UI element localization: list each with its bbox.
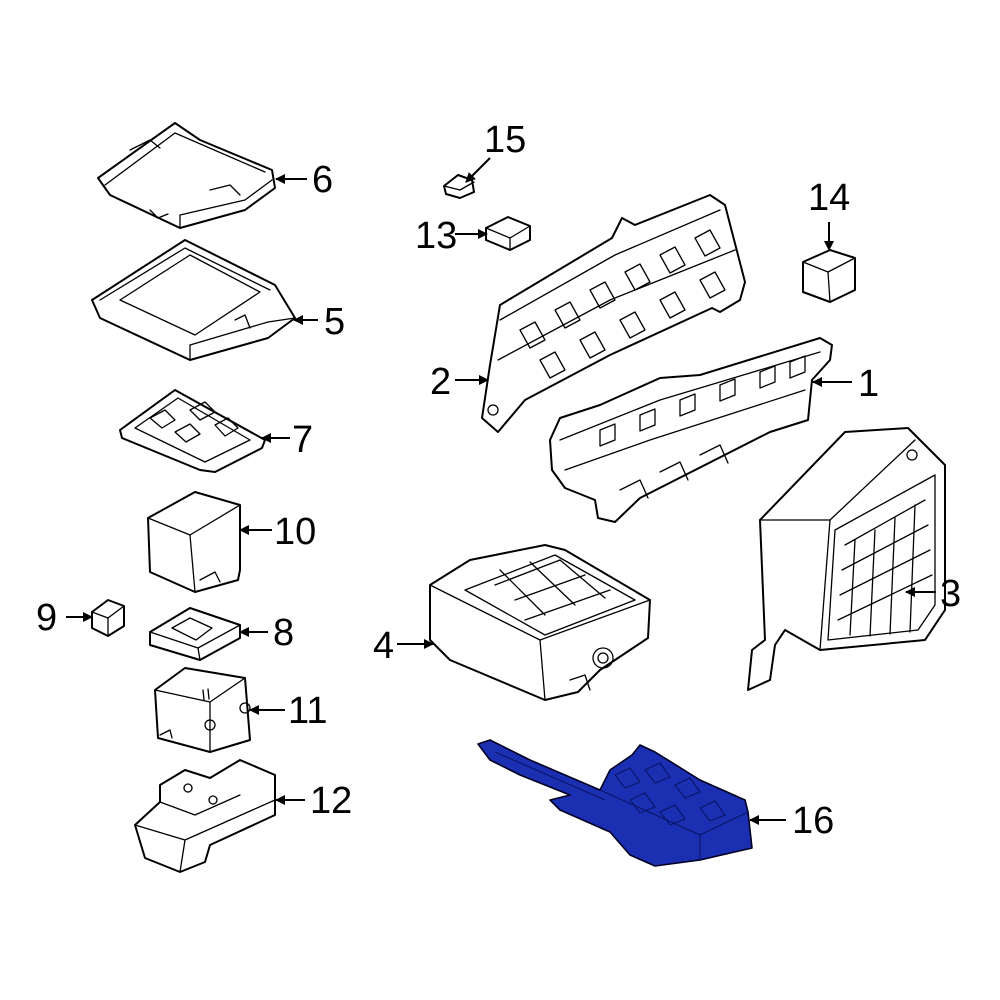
callout-14: 14 bbox=[808, 177, 850, 219]
part-10-relay[interactable] bbox=[147, 491, 241, 593]
callout-12: 12 bbox=[310, 780, 352, 822]
part-11-housing[interactable] bbox=[154, 667, 251, 753]
part-1-fuse-block[interactable] bbox=[549, 337, 833, 523]
callout-2: 2 bbox=[430, 361, 451, 403]
part-7-relay-carrier[interactable] bbox=[119, 389, 266, 473]
part-6-cover[interactable] bbox=[97, 122, 276, 229]
part-16-highlighted-carrier[interactable] bbox=[477, 739, 753, 867]
part-12-cover[interactable] bbox=[134, 759, 276, 873]
callout-16: 16 bbox=[792, 800, 834, 842]
callout-9: 9 bbox=[36, 597, 57, 639]
callout-11: 11 bbox=[288, 690, 327, 732]
part-2-fuse-panel[interactable] bbox=[481, 194, 746, 433]
part-14-relay-cube[interactable] bbox=[802, 249, 856, 303]
part-3-fuse-cover[interactable] bbox=[747, 427, 946, 691]
part-5-box[interactable] bbox=[91, 239, 296, 361]
callout-6: 6 bbox=[312, 159, 333, 201]
callout-5: 5 bbox=[324, 301, 345, 343]
leader-15 bbox=[465, 157, 491, 183]
part-8-socket[interactable] bbox=[149, 607, 241, 661]
part-13-clip[interactable] bbox=[485, 216, 531, 251]
callout-13: 13 bbox=[415, 215, 457, 257]
callout-4: 4 bbox=[373, 625, 394, 667]
callout-10: 10 bbox=[274, 511, 316, 553]
callout-7: 7 bbox=[292, 419, 313, 461]
callout-3: 3 bbox=[940, 573, 961, 615]
callout-8: 8 bbox=[273, 612, 294, 654]
callout-labels: 6 5 7 10 9 8 11 12 15 13 14 2 1 3 4 16 bbox=[36, 119, 961, 842]
callout-15: 15 bbox=[484, 119, 526, 161]
part-9-mini-relay[interactable] bbox=[91, 599, 125, 637]
part-4-control-module[interactable] bbox=[429, 544, 651, 701]
leader-lines bbox=[66, 157, 936, 825]
callout-1: 1 bbox=[858, 363, 879, 405]
